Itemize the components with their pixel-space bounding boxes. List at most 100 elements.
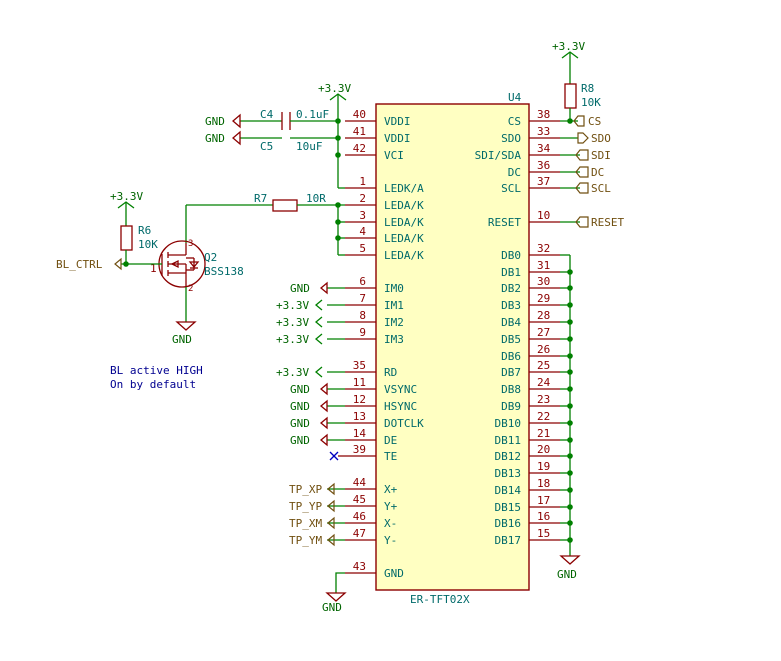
ic-pin-number: 16 [537,510,550,523]
ic-u4-ref: U4 [508,91,522,104]
dc-label: DC [591,166,604,179]
c4-value: 0.1uF [296,108,329,121]
leda-net: R7 10R [185,192,345,256]
bus-junction [567,403,573,409]
ic-pin-name: DOTCLK [384,417,424,430]
ic-pin-number: 40 [353,108,366,121]
ic-left-pins: 40VDDI41VDDI42VCI1LEDK/A2LEDA/K3LEDA/K4L… [327,108,424,580]
im3-net: +3.3V [276,333,309,346]
reset-label: RESET [591,216,624,229]
bus-junction [567,487,573,493]
ic-pin-name: DB5 [501,333,521,346]
ic-pin-name: LEDA/K [384,249,424,262]
ic-pin-number: 31 [537,259,550,272]
ic-pin-number: 3 [359,209,366,222]
ic-pin-number: 15 [537,527,550,540]
vsync-net: GND [290,383,310,396]
note-line-1: BL active HIGH [110,364,203,377]
note-line-2: On by default [110,378,196,391]
ic-pin-number: 17 [537,494,550,507]
r6-ref: R6 [138,224,151,237]
r8-value: 10K [581,96,601,109]
ic-pin-number: 1 [359,175,366,188]
q2-pin-s: 2 [188,284,193,294]
bus-junction [567,285,573,291]
ic-pin-number: 12 [353,393,366,406]
ic-pin-number: 13 [353,410,366,423]
bus-junction [567,453,573,459]
vddi-power-net: +3.3V [318,82,351,189]
ic-pin-name: DB17 [495,534,522,547]
im2-net: +3.3V [276,316,309,329]
ic-pin-number: 29 [537,292,550,305]
q2-gnd: GND [172,287,197,346]
ic-pin-name: LEDA/K [384,216,424,229]
ic-pin-number: 18 [537,477,550,490]
r8-power-label: +3.3V [552,40,585,53]
ic-pin-number: 10 [537,209,550,222]
ic-pin-number: 20 [537,443,550,456]
bus-junction [567,336,573,342]
ic-pin-name: DB12 [495,450,522,463]
ic-pin-name: LEDA/K [384,232,424,245]
ic-gnd-label: GND [322,601,342,614]
ic-pin-number: 28 [537,309,550,322]
ic-pin-name: DB6 [501,350,521,363]
ic-pin-name: DB14 [495,484,522,497]
tp-ym-label: TP_YM [289,534,322,547]
ic-pin-name: SDI/SDA [475,149,522,162]
im0-net: GND [290,282,310,295]
bus-junction [567,520,573,526]
ic-pin-name: DB1 [501,266,521,279]
q2-value: BSS138 [204,265,244,278]
ic-pin-name: HSYNC [384,400,417,413]
tp-xp-label: TP_XP [289,483,322,496]
ic-pin-number: 26 [537,343,550,356]
ic-pin-name: DB16 [495,517,522,530]
ic-pin-number: 44 [353,476,367,489]
ic-pin-number: 36 [537,159,550,172]
ic-pin-name: IM0 [384,282,404,295]
q2-gnd-label: GND [172,333,192,346]
ic-pin-number: 45 [353,493,366,506]
ic-pin-name: DB3 [501,299,521,312]
ic-pin-number: 14 [353,427,367,440]
cap-gnd-symbols: GND GND [205,113,241,146]
ic-pin-number: 27 [537,326,550,339]
ic-pin-name: DB13 [495,467,522,480]
ic-pin-name: X- [384,517,397,530]
bus-junction [567,437,573,443]
ic-pin-number: 22 [537,410,550,423]
ic-pin-name: DB7 [501,366,521,379]
r8-ref: R8 [581,82,594,95]
q2-pin-g: 1 [150,262,157,275]
ic-pin-number: 25 [537,359,550,372]
ic-pin-number: 46 [353,510,366,523]
data-bus-gnd: GND [557,254,581,581]
bus-junction [567,353,573,359]
ic-pin-name: IM1 [384,299,404,312]
ic-pin-name: SCL [501,182,521,195]
bus-junction [567,504,573,510]
ic-u4-value: ER-TFT02X [410,593,470,606]
